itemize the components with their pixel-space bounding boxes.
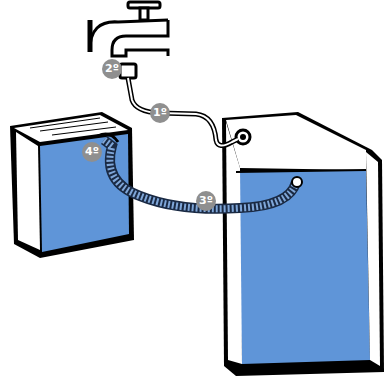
callout-number: 4º — [82, 142, 102, 162]
washing-machine — [222, 112, 384, 376]
drain-hook — [98, 134, 118, 142]
inlet-hose — [128, 78, 238, 146]
callout-number: 2º — [102, 59, 122, 79]
callout-number: 3º — [196, 191, 216, 211]
faucet — [90, 2, 168, 78]
callout-number: 1º — [150, 103, 170, 123]
inlet-hose-core — [128, 78, 238, 146]
